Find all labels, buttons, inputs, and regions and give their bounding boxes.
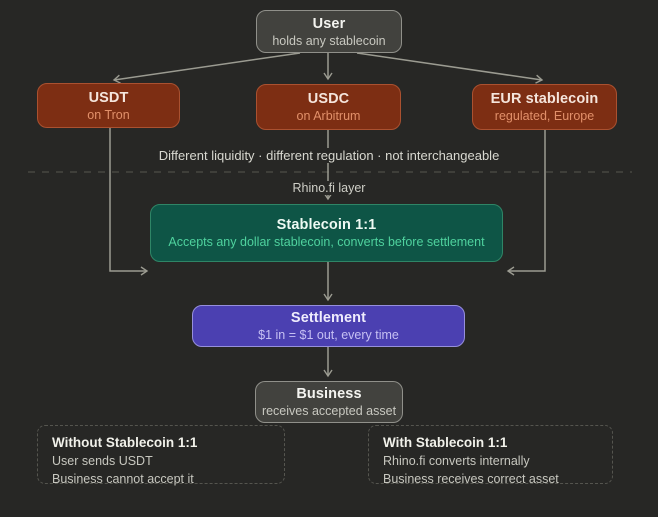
stablecoin-node-title: Stablecoin 1:1 [276,217,377,233]
with-stablecoin-callout: With Stablecoin 1:1 Rhino.fi converts in… [368,425,613,486]
usdc-node-subtitle: on Arbitrum [296,109,361,123]
stablecoin-node: Stablecoin 1:1 Accepts any dollar stable… [150,204,503,262]
usdt-node-subtitle: on Tron [87,107,130,122]
with-stablecoin-callout-line: Business receives correct asset [383,471,559,486]
usdt-node: USDT on Tron [37,83,180,128]
with-stablecoin-callout-line: Rhino.fi converts internally [383,454,530,468]
without-stablecoin-callout-title: Without Stablecoin 1:1 [52,435,198,450]
rhino-layer-label: Rhino.fi layer [0,179,658,197]
without-stablecoin-callout-line: User sends USDT [52,454,153,468]
eur-stablecoin-node-subtitle: regulated, Europe [494,109,595,123]
business-node-title: Business [296,386,362,402]
settlement-node-subtitle: $1 in = $1 out, every time [258,328,399,342]
usdc-node-title: USDC [307,91,350,107]
business-node: Business receives accepted asset [255,381,403,423]
usdt-node-title: USDT [88,89,129,106]
user-node-title: User [312,15,346,32]
with-stablecoin-callout-title: With Stablecoin 1:1 [383,435,508,450]
rhino-layer-label-text: Rhino.fi layer [283,181,375,195]
difference-note: Different liquidity · different regulati… [0,147,658,165]
edge-usdt-to-stablecoin [109,128,149,276]
edge-user-to-eur [356,52,544,84]
settlement-node: Settlement $1 in = $1 out, every time [192,305,465,347]
without-stablecoin-callout-line: Business cannot accept it [52,471,194,486]
edge-user-to-usdt [112,52,301,84]
difference-note-text: Different liquidity · different regulati… [149,148,509,163]
business-node-subtitle: receives accepted asset [261,404,397,418]
user-node-subtitle: holds any stablecoin [272,33,386,48]
eur-stablecoin-node-title: EUR stablecoin [490,91,599,107]
stablecoin-node-subtitle: Accepts any dollar stablecoin, converts … [168,235,485,249]
settlement-node-title: Settlement [290,310,367,326]
eur-stablecoin-node: EUR stablecoin regulated, Europe [472,84,617,130]
usdc-node: USDC on Arbitrum [256,84,401,130]
edge-eur-to-stablecoin [506,130,546,276]
without-stablecoin-callout: Without Stablecoin 1:1 User sends USDT B… [37,425,285,486]
user-node: User holds any stablecoin [256,10,402,53]
